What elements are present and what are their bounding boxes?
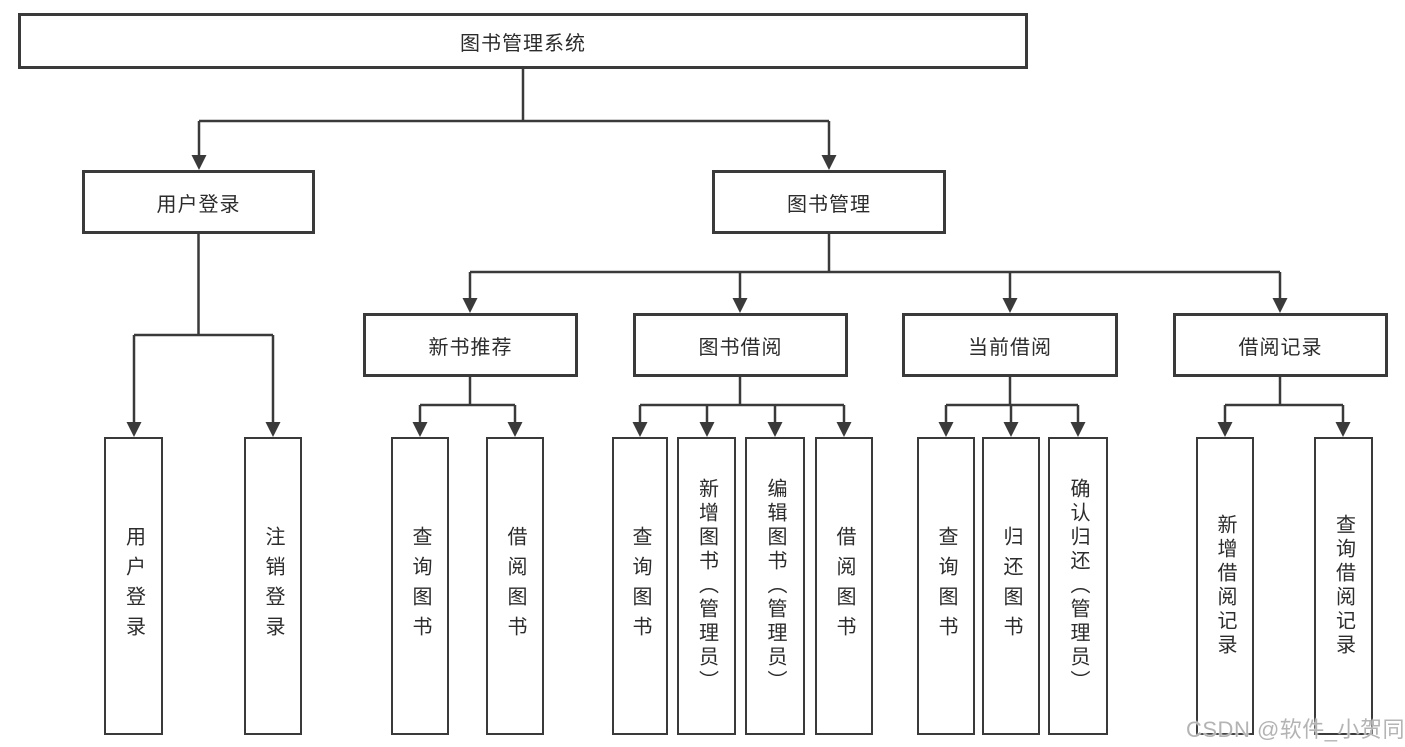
leaf-label: 新增图书（管理员） — [695, 478, 718, 694]
connector-root — [197, 69, 831, 157]
arrow-down-icon — [507, 422, 523, 437]
node-book-management-label: 图书管理 — [787, 193, 871, 216]
leaf-borrow-books-recommend: 借阅图书 — [486, 437, 544, 735]
leaf-label: 查询借阅记录 — [1332, 514, 1355, 658]
connector-borrow-records — [1223, 377, 1345, 424]
arrow-down-icon — [1335, 422, 1351, 437]
leaf-query-books-current: 查询图书 — [917, 437, 975, 735]
arrow-down-icon — [462, 298, 478, 313]
node-book-borrowing-label: 图书借阅 — [698, 336, 783, 359]
connector-new-book — [418, 377, 517, 424]
arrow-down-icon — [1070, 422, 1086, 437]
leaf-label: 借阅图书 — [504, 526, 526, 646]
arrowheads — [126, 155, 1351, 437]
node-user-login: 用户登录 — [82, 170, 315, 234]
connector-user-login — [132, 234, 275, 424]
leaf-user-login: 用户登录 — [104, 437, 163, 735]
node-borrowing-records-label: 借阅记录 — [1238, 336, 1323, 359]
leaf-borrow-books: 借阅图书 — [815, 437, 873, 735]
node-borrowing-records: 借阅记录 — [1173, 313, 1388, 377]
arrow-down-icon — [265, 422, 281, 437]
leaf-query-books-borrowing: 查询图书 — [612, 437, 668, 735]
arrow-down-icon — [821, 155, 837, 170]
node-root: 图书管理系统 — [18, 13, 1028, 69]
arrow-down-icon — [632, 422, 648, 437]
leaf-label: 借阅图书 — [833, 526, 855, 646]
leaf-return-books: 归还图书 — [982, 437, 1040, 735]
arrow-down-icon — [836, 422, 852, 437]
node-current-borrowing: 当前借阅 — [902, 313, 1118, 377]
leaf-add-borrow-record: 新增借阅记录 — [1196, 437, 1254, 735]
node-new-book-recommend-label: 新书推荐 — [428, 336, 513, 359]
arrow-down-icon — [126, 422, 142, 437]
arrow-down-icon — [1272, 298, 1288, 313]
leaf-label: 查询图书 — [409, 526, 431, 646]
node-book-management: 图书管理 — [712, 170, 946, 234]
leaf-label: 查询图书 — [629, 526, 651, 646]
arrow-down-icon — [699, 422, 715, 437]
arrow-down-icon — [767, 422, 783, 437]
leaf-logout: 注销登录 — [244, 437, 302, 735]
arrow-down-icon — [732, 298, 748, 313]
leaf-edit-books-admin: 编辑图书（管理员） — [745, 437, 805, 735]
arrow-down-icon — [191, 155, 207, 170]
leaf-label: 注销登录 — [262, 526, 284, 646]
leaf-label: 归还图书 — [1000, 526, 1022, 646]
connector-current-borrow — [944, 377, 1080, 424]
connector-book-management — [468, 234, 1282, 300]
leaf-confirm-return-admin: 确认归还（管理员） — [1048, 437, 1108, 735]
arrow-down-icon — [1003, 422, 1019, 437]
leaf-label: 查询图书 — [935, 526, 957, 646]
arrow-down-icon — [1217, 422, 1233, 437]
leaf-query-books-recommend: 查询图书 — [391, 437, 449, 735]
node-user-login-label: 用户登录 — [156, 193, 241, 216]
node-new-book-recommend: 新书推荐 — [363, 313, 578, 377]
leaf-label: 新增借阅记录 — [1214, 514, 1236, 658]
connector-lines — [132, 69, 1345, 424]
leaf-add-books-admin: 新增图书（管理员） — [677, 437, 736, 735]
leaf-query-borrow-record: 查询借阅记录 — [1314, 437, 1373, 735]
arrow-down-icon — [412, 422, 428, 437]
arrow-down-icon — [938, 422, 954, 437]
node-root-label: 图书管理系统 — [460, 32, 586, 55]
connector-book-borrow — [638, 377, 846, 424]
csdn-watermark: CSDN @软件_小贺同学 — [1186, 717, 1405, 742]
leaf-label: 编辑图书（管理员） — [764, 478, 786, 694]
leaf-label: 确认归还（管理员） — [1067, 478, 1089, 694]
arrow-down-icon — [1002, 298, 1018, 313]
node-book-borrowing: 图书借阅 — [633, 313, 848, 377]
node-current-borrowing-label: 当前借阅 — [968, 336, 1052, 359]
leaf-label: 用户登录 — [122, 526, 145, 646]
